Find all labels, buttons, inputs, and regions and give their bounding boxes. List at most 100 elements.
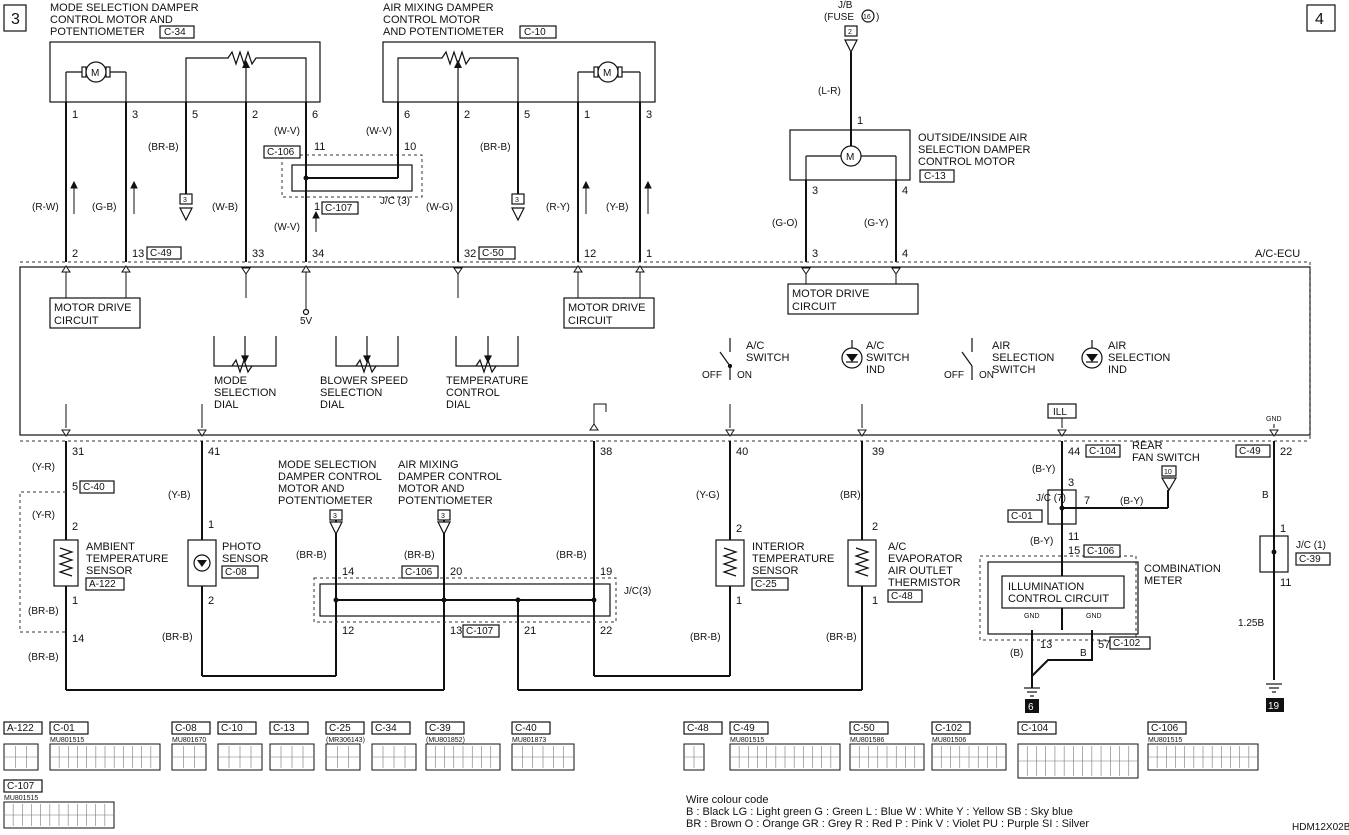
mode-motor-connector-label: C-34	[164, 27, 186, 38]
interior-sensor-icon	[715, 539, 745, 587]
svg-text:J/C (1): J/C (1)	[1296, 540, 1326, 551]
interior-sensor-label: INTERIOR TEMPERATURE SENSOR	[752, 541, 837, 577]
connector-a-122: A-122	[3, 721, 43, 771]
jc3-bottom	[313, 577, 617, 623]
svg-text:C-104: C-104	[1089, 446, 1117, 457]
svg-text:A-122: A-122	[89, 579, 116, 590]
svg-text:C-106: C-106	[267, 147, 295, 158]
svg-text:J/C (7): J/C (7)	[1036, 493, 1066, 504]
temp-dial-label: TEMPERATURE CONTROL DIAL	[446, 375, 531, 411]
wire-colour-labels-bottom: (Y-R) (Y-R) (BR-B) (BR-B) (Y-B) (BR-B) (…	[28, 462, 1271, 663]
ground-ref-box	[179, 193, 193, 205]
svg-text:10: 10	[1164, 469, 1172, 476]
outside-motor-icon: M	[805, 145, 897, 180]
wire-colour-labels-top: (R-W) (G-B) (BR-B) (W-B) (W-V) (W-V) (W-…	[32, 126, 628, 233]
connector-part: (MR306143)	[326, 737, 365, 744]
wire-colour-legend: Wire colour code B : Black LG : Light gr…	[686, 794, 1089, 830]
svg-text:M: M	[846, 152, 854, 163]
outside-motor-box	[789, 129, 911, 181]
jb-pin: 2	[848, 29, 852, 36]
connector-id: C-25	[329, 723, 351, 734]
svg-text:J/C(3): J/C(3)	[624, 586, 651, 597]
ground-icon	[1024, 687, 1040, 697]
combination-meter-label: COMBINATION METER	[1144, 563, 1224, 587]
ground-ref-arrow	[179, 207, 193, 222]
connector-id: C-104	[1021, 723, 1049, 734]
wire-lr: (L-R)	[818, 86, 841, 97]
motor-drive-box-1	[49, 297, 141, 329]
motor-drive-box-2	[563, 297, 655, 329]
jb-label: J/B (FUSE	[824, 0, 855, 23]
connector-id: C-10	[221, 723, 243, 734]
5v-symbol: 5V	[300, 308, 313, 327]
svg-text:C-49: C-49	[150, 248, 172, 259]
svg-text:C-13: C-13	[924, 171, 946, 182]
svg-text:C-40: C-40	[83, 482, 105, 493]
svg-text:3: 3	[515, 197, 519, 204]
ac-switch-icon	[719, 338, 733, 380]
diagram-code: HDM12X02BC	[1292, 822, 1349, 833]
svg-text:3: 3	[333, 513, 337, 520]
svg-text:5V: 5V	[300, 316, 313, 327]
ecu-bottom-pins: 31 41 38 40 39 44 22	[72, 446, 1292, 458]
svg-text:3: 3	[183, 197, 187, 204]
connector-id: C-48	[687, 723, 709, 734]
svg-text:): )	[876, 12, 879, 23]
svg-text:C-102: C-102	[1113, 638, 1141, 649]
svg-text:GND GND: GND GND	[1024, 613, 1102, 620]
connector-part: MU801586	[850, 737, 884, 744]
fuse-number: 16	[863, 14, 871, 21]
evaporator-thermistor-label: A/C EVAPORATOR AIR OUTLET THERMISTOR	[888, 541, 966, 589]
svg-text:C-01: C-01	[1011, 511, 1033, 522]
ecu-top-pins: 2 13 33 34 32 12 1 3 4	[72, 248, 908, 260]
svg-text:C-106: C-106	[1087, 546, 1115, 557]
svg-text:M: M	[91, 68, 99, 79]
connector-part: (MU801852)	[426, 737, 465, 744]
connector-part: MU801670	[172, 737, 206, 744]
ambient-sensor-icon	[53, 539, 79, 587]
mode-motor-icon: M	[65, 61, 127, 102]
photo-sensor-label: PHOTO SENSOR	[222, 541, 269, 565]
ac-indicator-icon	[841, 340, 863, 369]
air-mix-pins: 6 2 5 1 3	[404, 109, 652, 121]
svg-text:M: M	[603, 68, 611, 79]
blower-dial-icon	[335, 336, 399, 374]
mode-dial-icon	[213, 336, 277, 374]
air-mix-motor-icon: M	[577, 61, 641, 102]
connector-id: C-13	[273, 723, 295, 734]
svg-text:OFF ON: OFF ON	[702, 370, 752, 381]
ill-label: ILL	[1053, 407, 1067, 418]
connector-id: C-40	[515, 723, 537, 734]
page-right-box	[1306, 4, 1336, 32]
ecu-top-stubs	[61, 265, 901, 310]
ground-icon	[1266, 683, 1282, 693]
svg-text:C-50: C-50	[482, 248, 504, 259]
connector-c-39: C-39 (MU801852)	[425, 721, 501, 771]
illumination-circuit-box	[1001, 575, 1125, 609]
connector-part: MU801506	[932, 737, 966, 744]
svg-text:C-48: C-48	[891, 591, 913, 602]
svg-text:19: 19	[1268, 701, 1280, 712]
jc3-top-pins: 11 10 1	[314, 141, 419, 213]
connector-c-104: C-104	[1017, 721, 1139, 779]
connector-id: C-08	[175, 723, 197, 734]
svg-text:C-08: C-08	[225, 567, 247, 578]
air-selection-switch-icon	[961, 338, 973, 380]
svg-text:C-39: C-39	[1299, 554, 1321, 565]
evaporator-thermistor-icon	[847, 539, 877, 587]
connector-id: C-39	[429, 723, 451, 734]
mode-motor2-label: MODE SELECTION DAMPER CONTROL MOTOR AND …	[278, 459, 385, 507]
ambient-sensor-label: AMBIENT TEMPERATURE SENSOR	[86, 541, 171, 577]
air-selection-indicator-label: AIR SELECTION IND	[1108, 340, 1173, 376]
svg-text:MOTOR DRIVE CIRCUIT: MOTOR DRIVE CIRCUIT	[792, 288, 872, 313]
svg-text:C-107: C-107	[466, 626, 494, 637]
air-mix-potentiometer-icon	[397, 50, 519, 102]
svg-text:MOTOR DRIVE CIRCUIT: MOTOR DRIVE CIRCUIT	[54, 302, 134, 327]
mode-motor-connector	[159, 25, 195, 39]
